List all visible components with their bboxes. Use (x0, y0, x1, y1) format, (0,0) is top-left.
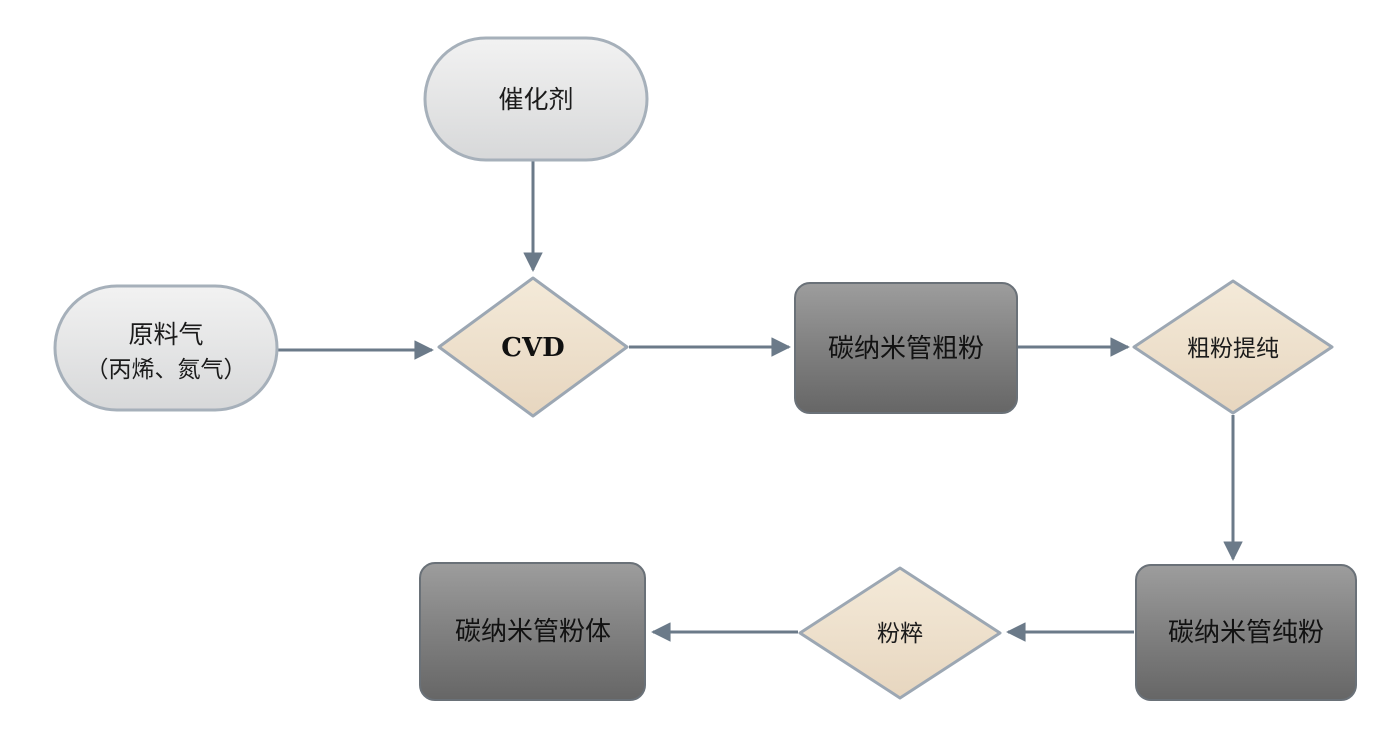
node-catalyst-label: 催化剂 (498, 85, 573, 114)
node-feed-gas: 原料气 （丙烯、氮气） (53, 284, 279, 412)
edges (278, 161, 1243, 642)
node-crushing-label: 粉粹 (877, 621, 923, 647)
node-powder-product-shape (419, 562, 646, 701)
node-feed-gas-label-line1: 原料气 (128, 320, 203, 349)
node-cvd-shape (437, 276, 629, 418)
node-pure-powder-label: 碳纳米管纯粉 (1168, 618, 1324, 648)
node-crude-powder-shape (794, 282, 1018, 414)
node-powder-product-label: 碳纳米管粉体 (455, 617, 611, 647)
node-purification: 粗粉提纯 (1132, 279, 1334, 415)
node-cvd-label: CVD (501, 333, 564, 363)
node-pure-powder-shape (1135, 564, 1357, 701)
node-feed-gas-shape (53, 284, 279, 412)
node-crushing-shape (798, 566, 1002, 700)
node-pure-powder: 碳纳米管纯粉 (1135, 564, 1357, 701)
node-crude-powder-label: 碳纳米管粗粉 (828, 334, 984, 364)
node-catalyst-shape (423, 36, 649, 162)
node-feed-gas-label-line2: （丙烯、氮气） (86, 357, 247, 383)
node-crushing: 粉粹 (798, 566, 1002, 700)
node-cvd: CVD (437, 276, 629, 418)
node-powder-product: 碳纳米管粉体 (419, 562, 646, 701)
node-crude-powder: 碳纳米管粗粉 (794, 282, 1018, 414)
node-purification-label: 粗粉提纯 (1187, 336, 1279, 362)
node-catalyst: 催化剂 (423, 36, 649, 162)
node-purification-shape (1132, 279, 1334, 415)
